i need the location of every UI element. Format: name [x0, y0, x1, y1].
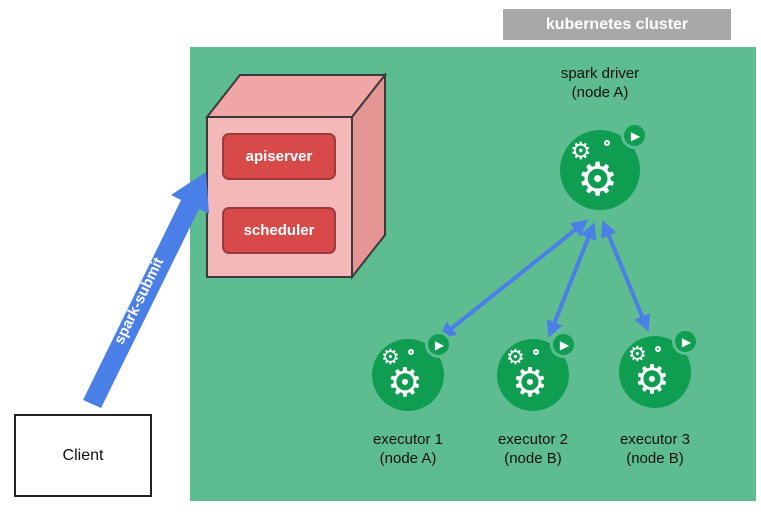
scheduler-button: scheduler: [222, 207, 336, 254]
spark-driver-pod-icon: ⚙ ⚙ ▶: [560, 122, 648, 210]
executor-3-pod-icon: ⚙ ⚙ ▶: [619, 328, 699, 408]
dot-icon: [604, 140, 610, 146]
spark-driver-label: spark driver (node A): [520, 64, 680, 102]
gear-icon: ⚙: [634, 357, 670, 403]
executor-3-label: executor 3 (node B): [580, 430, 730, 468]
executor-1-label: executor 1 (node A): [333, 430, 483, 468]
spark-driver-node: (node A): [571, 84, 629, 101]
executor-2-title: executor 2: [497, 431, 569, 448]
executor-2-label: executor 2 (node B): [458, 430, 608, 468]
gear-icon: ⚙: [577, 152, 619, 206]
dot-icon: [655, 346, 661, 352]
executor-1-title: executor 1: [372, 431, 444, 448]
gear-icon: ⚙: [381, 345, 400, 369]
client-label: Client: [62, 446, 104, 464]
play-icon: ▶: [672, 328, 699, 355]
gear-icon: ⚙: [506, 345, 525, 369]
executor-1-node: (node A): [379, 450, 437, 467]
client-box: Client: [14, 414, 152, 497]
gear-icon: ⚙: [512, 360, 548, 406]
play-icon: ▶: [550, 331, 577, 358]
play-icon: ▶: [425, 331, 452, 358]
dot-icon: [533, 349, 539, 355]
executor-2-node: (node B): [504, 450, 562, 467]
executor-3-node: (node B): [626, 450, 684, 467]
spark-driver-title: spark driver: [560, 65, 640, 82]
play-icon: ▶: [621, 122, 648, 149]
apiserver-button: apiserver: [222, 133, 336, 180]
spark-submit-label: spark-submit: [111, 255, 168, 347]
gear-icon: ⚙: [387, 360, 423, 406]
kubernetes-cluster-tag: kubernetes cluster: [503, 9, 731, 40]
executor-2-pod-icon: ⚙ ⚙ ▶: [497, 331, 577, 411]
executor-3-title: executor 3: [619, 431, 691, 448]
dot-icon: [408, 349, 414, 355]
executor-1-pod-icon: ⚙ ⚙ ▶: [372, 331, 452, 411]
gear-icon: ⚙: [628, 342, 647, 366]
gear-icon: ⚙: [570, 137, 592, 165]
